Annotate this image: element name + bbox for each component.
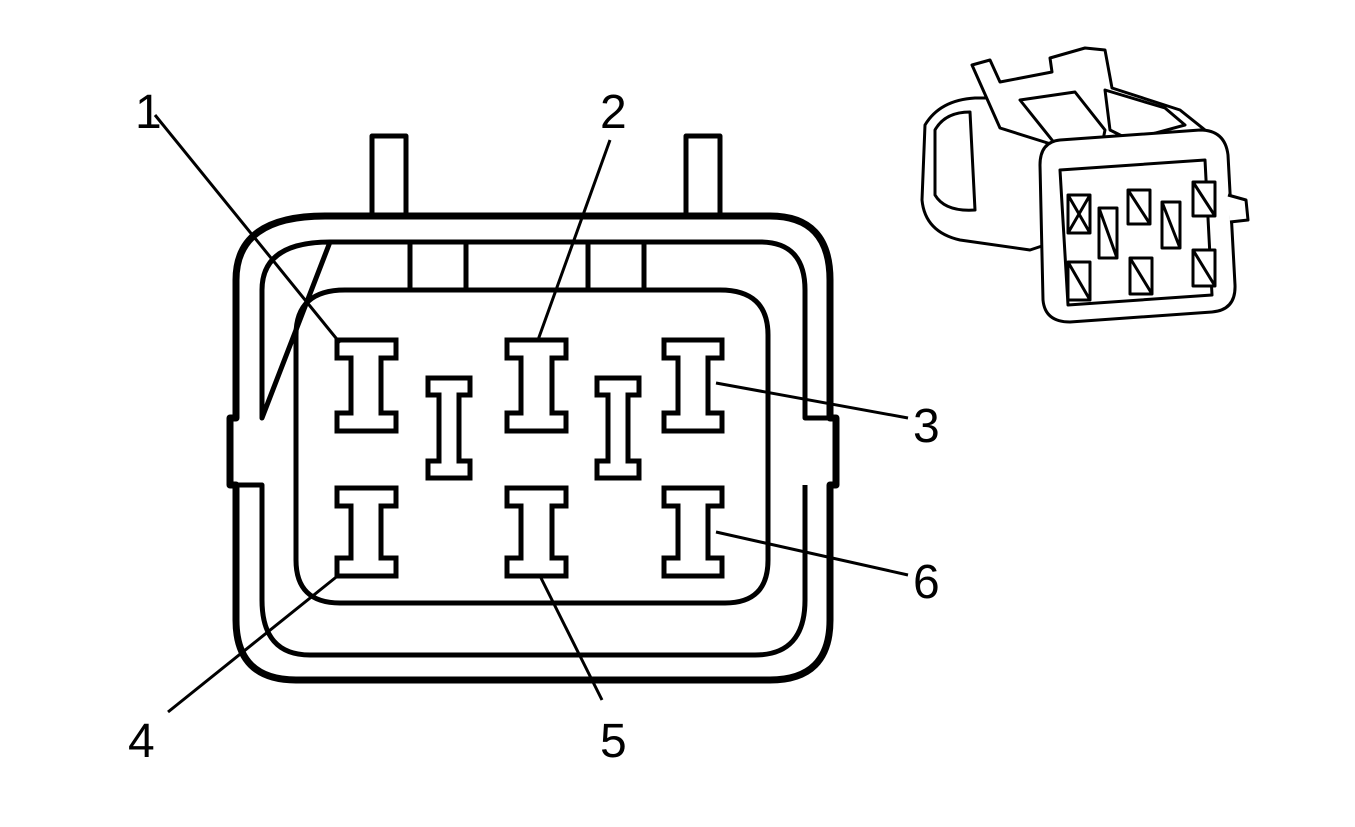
pin-label-3: 3 bbox=[913, 400, 940, 453]
leader-lines bbox=[153, 114, 909, 714]
terminal-pin-1 bbox=[334, 337, 399, 434]
outer-housing bbox=[226, 212, 840, 684]
terminal-pin-6 bbox=[661, 485, 725, 579]
terminal-pins bbox=[334, 337, 725, 579]
center-pin-left bbox=[425, 375, 473, 481]
terminal-pin-2 bbox=[504, 337, 569, 434]
pin-number-labels: 1 2 3 4 5 6 bbox=[128, 86, 940, 768]
terminal-pin-5 bbox=[504, 485, 569, 579]
terminal-pin-3 bbox=[661, 337, 725, 434]
pin-label-5: 5 bbox=[600, 715, 627, 768]
inner-housing bbox=[230, 239, 836, 658]
pin-label-6: 6 bbox=[913, 556, 940, 609]
connector-isometric-icon bbox=[920, 46, 1250, 324]
connector-face: 1 2 3 4 5 6 bbox=[128, 86, 940, 768]
center-pin-right bbox=[594, 375, 642, 481]
pin-label-1: 1 bbox=[135, 86, 162, 139]
terminal-pin-4 bbox=[334, 485, 399, 579]
top-latch-tabs bbox=[369, 133, 723, 216]
pin-cavity-outline bbox=[293, 287, 771, 606]
pin-label-2: 2 bbox=[600, 86, 627, 139]
pin-label-4: 4 bbox=[128, 715, 155, 768]
keying-slots bbox=[407, 242, 647, 290]
